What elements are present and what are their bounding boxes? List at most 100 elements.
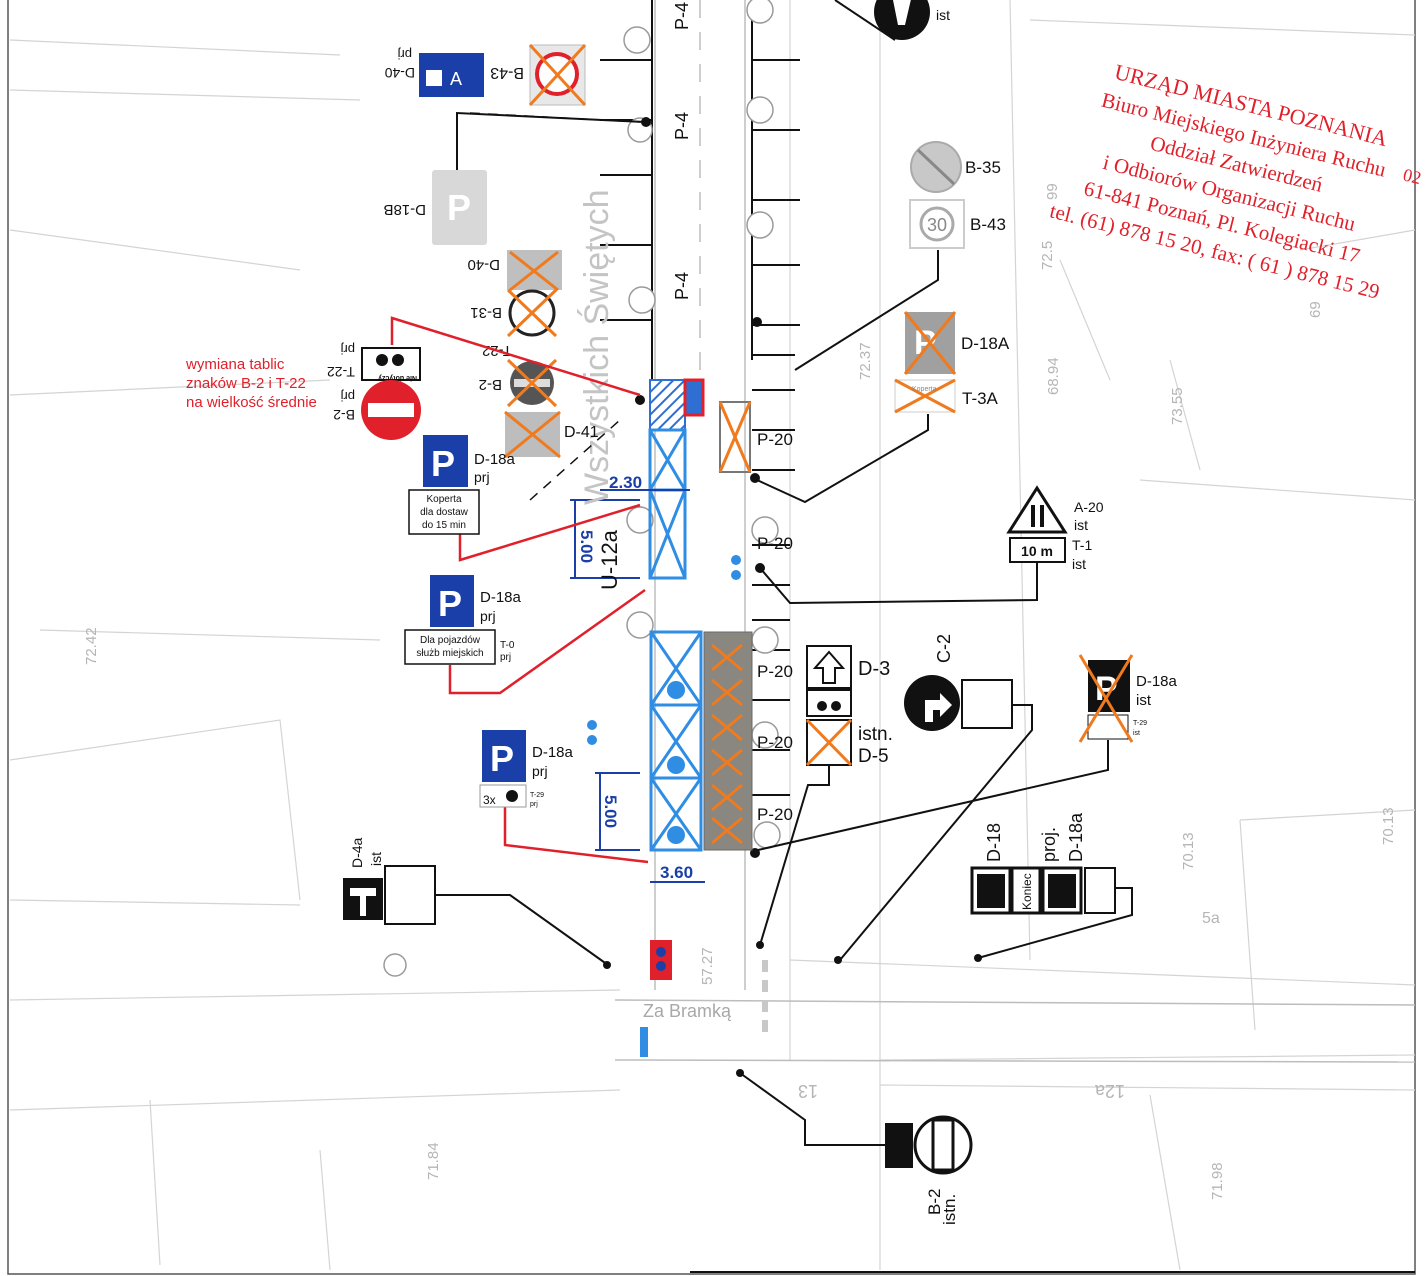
label-t1-ist: ist <box>1072 556 1086 572</box>
p20-label-a: P-20 <box>757 430 793 449</box>
leader-d5 <box>759 766 830 946</box>
label-b2-left: B-2 <box>333 407 355 423</box>
label-d4a: D-4a <box>349 837 365 868</box>
leader-c2 <box>839 704 1033 961</box>
label-c2: C-2 <box>934 634 954 663</box>
label-t29: T-29 <box>530 792 544 799</box>
stamp-fragment: 02 <box>1401 164 1423 188</box>
plate-1-line2: dla dostaw <box>420 507 469 518</box>
dim-3-60: 3.60 <box>660 863 693 882</box>
sign-d4a <box>343 865 436 925</box>
sign-c2 <box>904 675 1013 731</box>
svg-text:P: P <box>1095 670 1118 708</box>
label-t29-right: T-29 <box>1133 720 1147 727</box>
sign-d18a-right-crossed: P <box>1078 654 1134 743</box>
label-prj-top: prj <box>397 47 412 62</box>
plate-1-line3: do 15 min <box>422 520 466 531</box>
label-d5-a: istn. <box>858 724 893 745</box>
svg-text:70.13: 70.13 <box>1180 832 1197 870</box>
p20-label-d: P-20 <box>757 733 793 752</box>
label-nie-dotyczy: Nie dotyczy <box>378 374 417 381</box>
label-d40-top: D-40 <box>384 65 415 81</box>
blue-marking-bottom <box>640 1027 648 1057</box>
svg-text:12a: 12a <box>1094 1081 1125 1101</box>
label-d18a-right: D-18a <box>1136 673 1178 690</box>
label-d18-rot: D-18 <box>984 823 1004 862</box>
sign-d18b: P <box>432 170 487 245</box>
plate-2-line1: Dla pojazdów <box>420 635 481 646</box>
label-t29-right-ist: ist <box>1133 730 1140 737</box>
label-d18a-1: D-18a <box>474 451 516 468</box>
svg-text:P: P <box>490 738 514 779</box>
label-d18A: D-18A <box>961 334 1010 353</box>
sign-b31-crossed <box>506 288 558 338</box>
label-b2-left-prj: prj <box>340 389 355 404</box>
p4-label-b: P-4 <box>672 112 692 140</box>
svg-text:P: P <box>914 324 937 362</box>
sign-d5-crossed <box>805 718 853 767</box>
red-note-line2: znaków B-2 i T-22 <box>186 375 306 392</box>
label-t0-prj: prj <box>500 652 511 663</box>
label-b2-bottom-a: istn. <box>940 1194 959 1225</box>
leader-a20 <box>759 562 1038 605</box>
b43-value: 30 <box>927 215 947 235</box>
label-d18b: D-18B <box>383 201 426 218</box>
label-d18a-right-ist: ist <box>1136 692 1152 709</box>
leader-top-right <box>834 0 896 41</box>
svg-text:73.55: 73.55 <box>1169 387 1186 425</box>
red-leaders <box>390 316 649 864</box>
street-za-bramka: Za Bramką <box>643 1001 732 1021</box>
label-t0: T-0 <box>500 640 515 651</box>
dim-2-30: 2.30 <box>609 473 642 492</box>
leader-d18a-right <box>757 740 1109 851</box>
wheelchair-marks <box>667 681 685 844</box>
dim-5-00-b: 5.00 <box>601 795 620 828</box>
t1-value: 10 m <box>1021 543 1053 559</box>
label-d3: D-3 <box>858 658 890 680</box>
label-t29-prj: prj <box>530 801 538 808</box>
sign-d18a-1: P <box>408 435 480 535</box>
leader-d18A <box>756 414 929 504</box>
label-b43-right: B-43 <box>970 215 1006 234</box>
label-t3A: T-3A <box>962 389 999 408</box>
label-ist-top: ist <box>936 7 950 23</box>
label-proj-rot: proj. <box>1039 827 1059 862</box>
p20-label-c: P-20 <box>757 662 793 681</box>
svg-text:P: P <box>431 443 455 484</box>
sign-top-right-circle <box>874 0 930 40</box>
p4-label-c: P-4 <box>672 272 692 300</box>
street-name: Wszystkich Świętych <box>577 190 616 506</box>
label-b31: B-31 <box>470 304 502 321</box>
sign-d18A-crossed: P <box>894 311 957 414</box>
svg-text:70.13: 70.13 <box>1380 807 1397 845</box>
post-b2-bottom <box>736 1069 744 1077</box>
sign-b2-bottom <box>885 1115 973 1175</box>
leader-b43 <box>794 250 939 371</box>
sign-b35 <box>910 141 962 193</box>
p20-label-b: P-20 <box>757 534 793 553</box>
bike-markings <box>587 555 741 745</box>
svg-text:5a: 5a <box>1202 910 1220 927</box>
svg-text:71.84: 71.84 <box>425 1142 442 1180</box>
sign-b43-crossed <box>528 43 587 107</box>
label-b43-top: B-43 <box>490 64 524 81</box>
sign-d18-koniec-group <box>970 866 1116 915</box>
leader-d18-group <box>977 887 1133 959</box>
sign-d3 <box>806 645 852 717</box>
label-b2-bottom-b: B-2 <box>925 1189 944 1215</box>
leader-b2-bottom <box>739 1072 885 1146</box>
p4-label-a: P-4 <box>672 2 692 30</box>
sign-b2-left <box>361 380 421 440</box>
label-d4a-ist: ist <box>368 852 384 866</box>
label-d18a-2: D-18a <box>480 589 522 606</box>
svg-text:69: 69 <box>1307 301 1324 318</box>
label-d18a-2-prj: prj <box>480 608 496 624</box>
svg-text:P: P <box>438 583 462 624</box>
label-koniec: Koniec <box>1020 873 1034 910</box>
svg-text:57.27: 57.27 <box>699 947 716 985</box>
sign-d18a-2: P <box>404 575 496 665</box>
plate-1-line1: Koperta <box>426 494 461 505</box>
svg-text:P: P <box>447 187 471 228</box>
svg-text:A: A <box>450 69 462 89</box>
svg-text:72.5: 72.5 <box>1039 241 1056 270</box>
